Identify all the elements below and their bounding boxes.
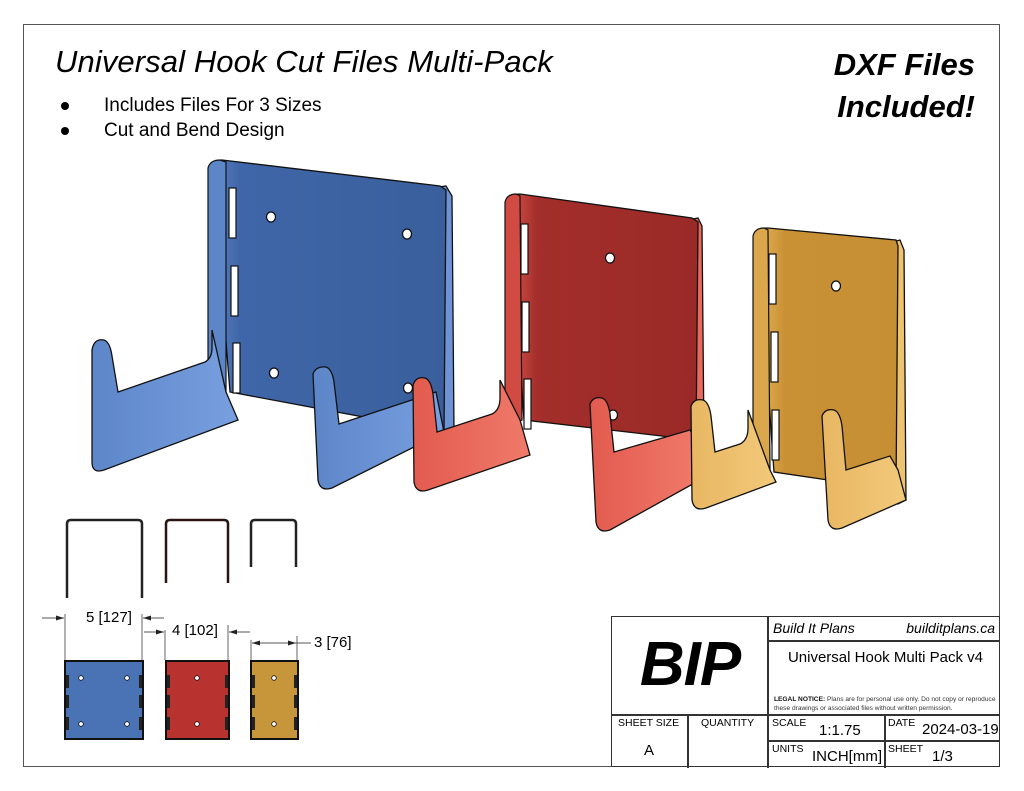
- front-view-large: [64, 660, 144, 740]
- front-view-small: [250, 660, 299, 740]
- sheet-size-value: A: [644, 742, 655, 759]
- dxf-callout-line1: DXF Files: [833, 47, 975, 82]
- dxf-callout-line2: Included!: [837, 89, 975, 124]
- legal-notice: LEGAL NOTICE: Plans are for personal use…: [774, 695, 998, 713]
- feature-item: Includes Files For 3 Sizes: [58, 93, 322, 118]
- dimension-label-small: 3 [76]: [314, 634, 352, 651]
- title-block: BIP Build It Plans builditplans.ca Unive…: [611, 616, 1000, 768]
- profile-view-medium: [164, 518, 230, 583]
- bullet-icon: [61, 126, 69, 135]
- company-name: Build It Plans: [773, 620, 855, 636]
- dimension-label-medium: 4 [102]: [172, 622, 218, 639]
- quantity-label: QUANTITY: [701, 717, 755, 729]
- feature-list: Includes Files For 3 Sizes Cut and Bend …: [58, 93, 322, 143]
- feature-text: Cut and Bend Design: [104, 120, 285, 141]
- legal-notice-text: Plans are for personal use only. Do not …: [774, 696, 996, 712]
- feature-item: Cut and Bend Design: [58, 118, 322, 143]
- project-name: Universal Hook Multi Pack v4: [787, 649, 984, 666]
- dimension-lines: [42, 614, 311, 660]
- front-view-medium: [165, 660, 230, 740]
- hook-render-large: [91, 159, 455, 490]
- units-label: UNITS: [772, 743, 804, 755]
- dxf-callout: DXF Files Included!: [815, 44, 975, 128]
- sheet-label: SHEET: [888, 743, 924, 755]
- website-link: builditplans.ca: [906, 620, 995, 636]
- hook-render-small: [690, 227, 907, 530]
- feature-text: Includes Files For 3 Sizes: [104, 95, 322, 116]
- units-value: INCH[mm]: [812, 748, 882, 765]
- date-value: 2024-03-19: [922, 721, 999, 738]
- scale-value: 1:1.75: [819, 722, 861, 739]
- sheet-value: 1/3: [932, 748, 953, 765]
- date-label: DATE: [888, 717, 916, 729]
- profile-view-large: [65, 518, 144, 598]
- logo: BIP: [639, 630, 741, 699]
- profile-view-small: [249, 518, 298, 567]
- sheet-size-label: SHEET SIZE: [618, 717, 680, 729]
- legal-notice-label: LEGAL NOTICE:: [774, 696, 826, 703]
- page-title: Universal Hook Cut Files Multi-Pack: [55, 44, 553, 79]
- scale-label: SCALE: [772, 717, 807, 729]
- sheet-border: [23, 24, 1000, 767]
- dimension-label-large: 5 [127]: [86, 609, 132, 626]
- hook-render-medium: [412, 193, 705, 532]
- bullet-icon: [61, 101, 69, 110]
